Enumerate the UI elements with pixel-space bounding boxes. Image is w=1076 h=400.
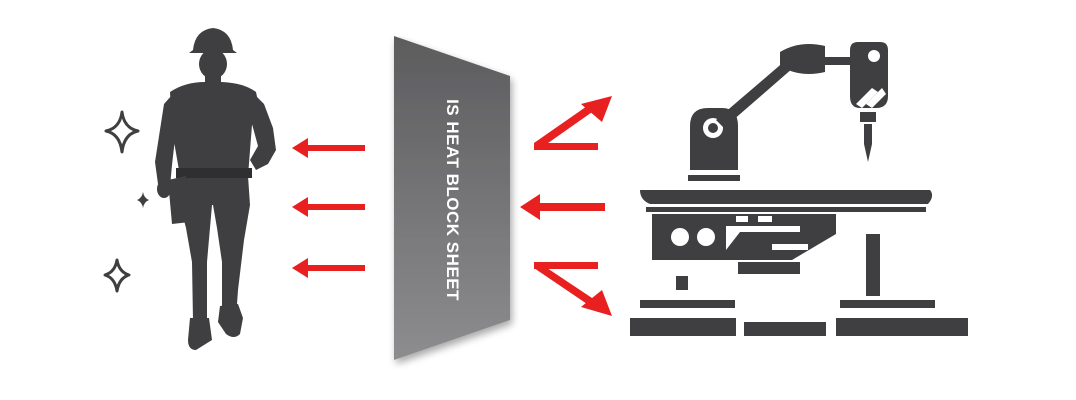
robotic-arm-machine-icon	[630, 42, 968, 336]
arrow-right-top-deflected	[534, 96, 612, 150]
sparkle-icon	[137, 192, 149, 208]
sheet-label: IS HEAT BLOCK SHEET	[443, 99, 462, 301]
arrow-left-middle	[292, 197, 365, 217]
heat-block-sheet	[394, 36, 510, 360]
arrow-left-top	[292, 138, 365, 158]
arrow-right-middle	[520, 194, 605, 220]
sparkle-icon	[103, 258, 131, 293]
arrow-left-bottom	[292, 258, 365, 278]
sparkle-icon	[104, 110, 140, 154]
arrow-right-bottom-deflected	[534, 262, 612, 316]
worker-silhouette-icon	[155, 28, 276, 350]
